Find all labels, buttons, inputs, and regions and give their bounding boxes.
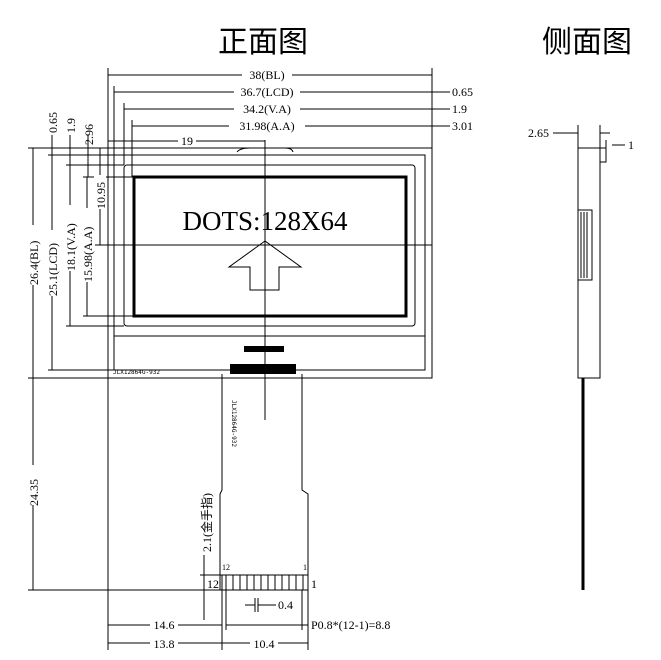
dim-aa-width: 31.98(A.A) — [239, 119, 294, 133]
front-view-title: 正面图 — [218, 26, 308, 59]
dim-aa-height: 15.98(A.A) — [81, 227, 95, 282]
dim-top-2-96: 2.96 — [82, 124, 96, 145]
dim-right-1-9: 1.9 — [452, 102, 467, 116]
dim-side-thickness: 2.65 — [528, 126, 549, 140]
dim-gold-finger: 2.1(金手指) — [199, 493, 214, 552]
pin-1-label: 1 — [303, 563, 307, 572]
pin-12-side-label: 12 — [207, 577, 219, 591]
dim-top-1-9: 1.9 — [64, 118, 78, 133]
dim-top-0-65: 0.65 — [46, 112, 60, 133]
dim-va-height: 18.1(V.A) — [64, 223, 78, 271]
pin-1-side-label: 1 — [311, 577, 317, 591]
dim-side-fpc: 1 — [628, 138, 634, 152]
dim-pin-width: 0.4 — [278, 598, 293, 612]
dim-fpc-length: 24.35 — [27, 479, 41, 506]
dim-center-offset: 19 — [181, 134, 193, 148]
side-view-title: 侧面图 — [542, 26, 632, 59]
dim-pitch: P0.8*(12-1)=8.8 — [311, 618, 390, 632]
dim-right-0-65: 0.65 — [452, 85, 473, 99]
pin-12-label: 12 — [222, 563, 230, 572]
dim-lcd-width: 36.7(LCD) — [241, 85, 294, 99]
dim-fpc-offset-13-8: 13.8 — [154, 637, 175, 651]
fpc-part-number: JLX12864G-932 — [230, 400, 237, 447]
dim-lcd-height: 25.1(LCD) — [46, 243, 60, 296]
dim-center-vertical: 10.95 — [94, 182, 108, 209]
dim-va-width: 34.2(V.A) — [243, 102, 291, 116]
gold-finger-contacts — [221, 574, 309, 591]
dim-fpc-offset-14-6: 14.6 — [154, 618, 175, 632]
backlight-outline — [107, 147, 433, 379]
lcd-outline — [113, 154, 426, 371]
dim-right-3-01: 3.01 — [452, 119, 473, 133]
active-area-outline — [132, 175, 408, 318]
part-number: JLX12864G-932 — [113, 369, 160, 376]
side-view-connector — [577, 209, 593, 281]
dim-bl-height: 26.4(BL) — [27, 241, 41, 285]
ic-chip — [244, 346, 284, 352]
dim-bl-width: 38(BL) — [249, 68, 284, 82]
dim-fpc-width: 10.4 — [254, 637, 275, 651]
